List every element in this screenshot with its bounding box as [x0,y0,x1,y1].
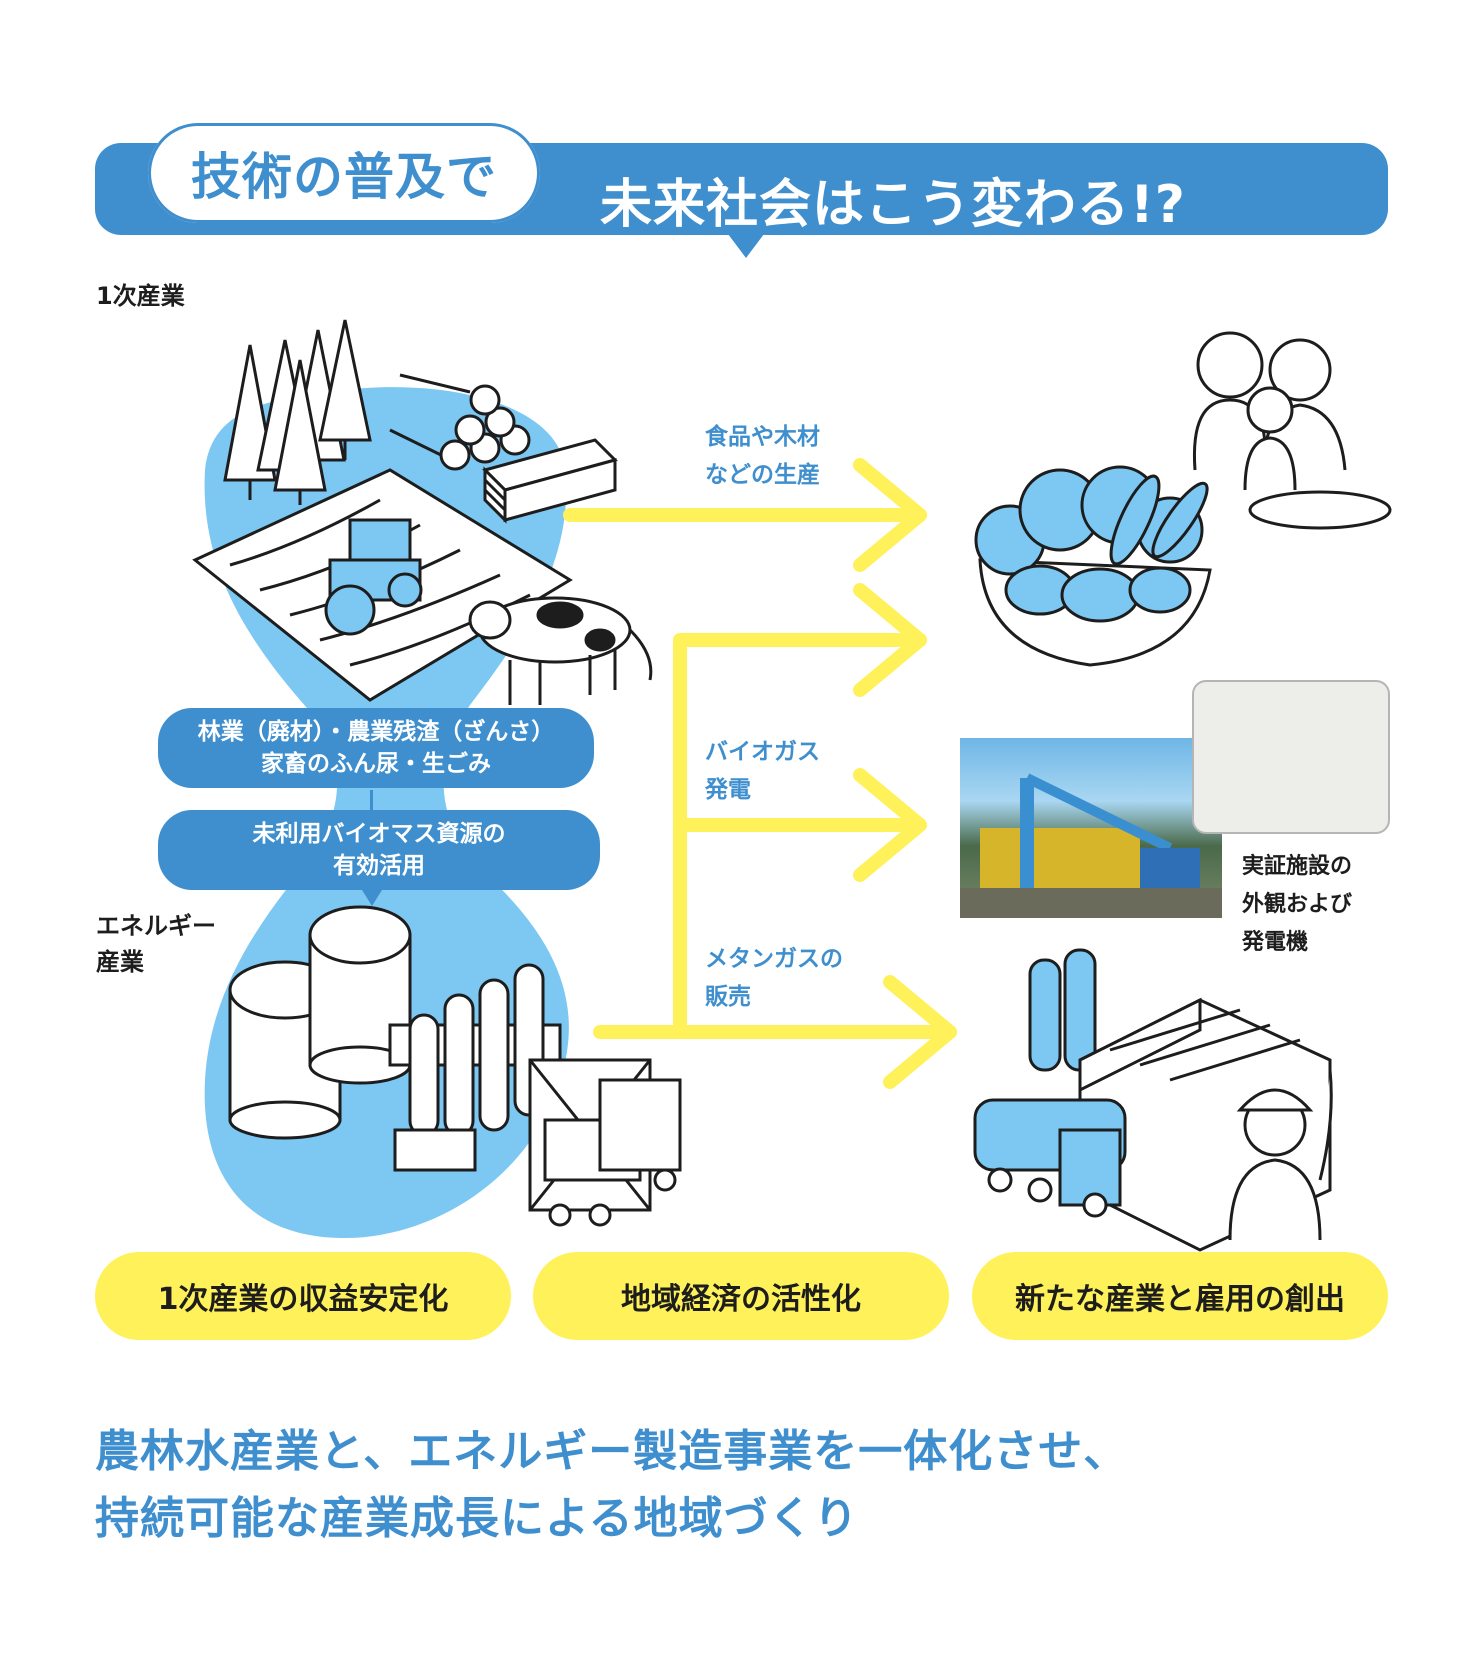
arrow-label-production-line-1: 食品や木材 [705,424,820,450]
generator-photo [1192,680,1390,834]
energy-industry-label-line-1: エネルギー [96,912,216,940]
energy-industry-label-line-2: 産業 [96,948,144,976]
tractor-icon [324,518,423,636]
primary-industry-label: 1次産業 [96,282,185,310]
lumber-stack-icon [482,438,618,524]
flow-down-arrow [362,890,382,906]
yellow-arrows [563,458,957,1089]
arrow-label-methane-line-2: 販売 [705,984,751,1010]
arrow-label-methane-line-1: メタンガスの [705,946,843,972]
outcome-pill-primary-industry: 1次産業の収益安定化 [95,1252,511,1340]
arrow-label-biogas-line-1: バイオガス [705,739,820,765]
outcome-pill-new-industry: 新たな産業と雇用の創出 [972,1252,1388,1340]
arrow-label-production-line-2: などの生産 [705,462,820,488]
title-bubble: 技術の普及で [148,123,540,223]
facility-photo [960,738,1222,918]
vegetable-basket-icon [974,465,1212,667]
flow-pill-utilization-line-2: 有効活用 [333,853,425,879]
biogas-tanks-icon [228,905,562,1172]
outcome-pill-regional-economy: 地域経済の活性化 [533,1252,949,1340]
tanker-truck-icon [528,1058,682,1227]
flow-connector [370,790,373,810]
worker-icon [1228,1069,1333,1241]
logs-pile-icon [389,373,531,471]
flow-pill-utilization-line-1: 未利用バイオマス資源の [252,821,506,847]
bottom-statement-line-1: 農林水産業と、エネルギー製造事業を一体化させ、 [95,1426,1129,1477]
arrow-label-biogas-line-2: 発電 [705,777,751,803]
flow-pill-resources: 林業（廃材）・農業残渣（ざんさ） 家畜のふん尿・生ごみ [158,708,594,788]
photo-caption-line-1: 実証施設の [1242,854,1353,879]
bottom-statement-line-2: 持続可能な産業成長による地域づくり [95,1493,859,1544]
photo-caption: 実証施設の 外観および 発電機 [1242,848,1352,962]
photo-caption-line-2: 外観および [1242,892,1353,917]
title-left: 技術の普及で [191,148,497,206]
family-icon [1192,331,1392,530]
energy-industry-label: エネルギー 産業 [96,908,216,980]
arrow-label-production: 食品や木材 などの生産 [705,418,820,494]
cow-icon [468,596,653,705]
facility-photo-drawing [960,773,1222,918]
forest-trees-icon [223,319,372,505]
arrow-label-biogas: バイオガス 発電 [705,733,820,809]
flow-pill-utilization: 未利用バイオマス資源の 有効活用 [158,810,600,890]
title-right: 未来社会はこう変わる!? [600,175,1186,235]
flow-pill-resources-line-2: 家畜のふん尿・生ごみ [261,751,491,777]
flow-pill-resources-line-1: 林業（廃材）・農業残渣（ざんさ） [197,719,555,745]
banner-pointer [728,234,764,258]
photo-caption-line-3: 発電機 [1242,930,1309,955]
arrow-label-methane: メタンガスの 販売 [705,940,843,1016]
